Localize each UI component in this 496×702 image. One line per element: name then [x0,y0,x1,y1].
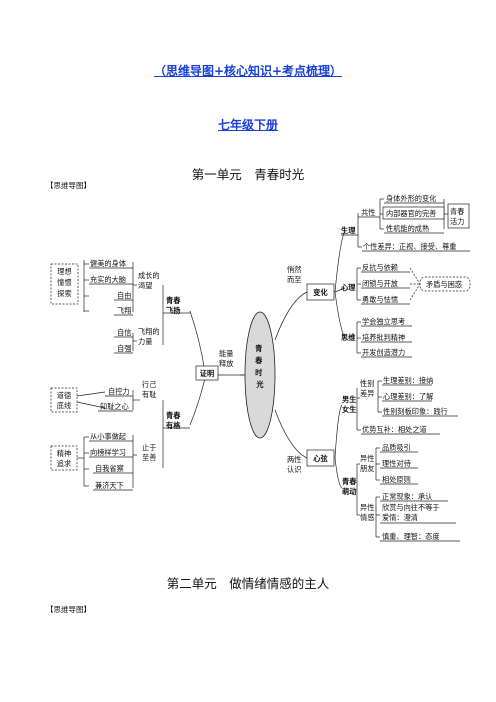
energy-label: 能量释放 [219,349,233,368]
moral-item: 知耻之心 [100,402,129,411]
psych-item: 闭锁与开放 [362,279,398,288]
friend-item: 相处原则 [382,475,411,484]
ideal-group-box [50,263,79,305]
friend-label: 异性朋友 [360,454,374,473]
vitality-box [447,203,470,229]
vitality-label: 青春活力 [450,207,464,226]
youth-fly-label: 青春飞扬 [166,296,181,315]
conf-item: 自信 [117,328,131,337]
spirit-group-box [50,445,78,471]
common-label: 共性 [361,208,375,217]
thinking-item: 开发创造潜力 [362,348,405,357]
unit2-title: 第二单元 做情绪情感的主人 [166,576,330,591]
youth-char-label: 青春有格 [166,411,181,430]
contradiction-label: 矛盾与困惑 [426,280,462,289]
physio-label: 生理 [341,226,356,235]
individual-label: 个性差异：正视、接受、尊重 [363,242,456,251]
gender-item: 心理差别：了解 [383,392,433,401]
emotion-label: 异性情感 [360,503,374,522]
psych-item: 反抗与依赖 [362,263,398,272]
confidence-items: 自信 自强 [114,328,133,354]
spirit-group-label: 精神追求 [57,449,71,468]
friend-items: 品质吸引 理性对待 相处原则 [380,443,418,485]
gender-item: 生理差别：接纳 [383,376,433,385]
doc-subtitle: （思维导图+核心知识+考点梳理） [153,64,343,78]
complement-label: 优势互补：相处之道 [362,425,427,434]
emotion-item: 慎重、理智：态度 [382,532,440,541]
psych-label: 心理 [341,283,356,292]
gender-item: 性别刻板印象：践行 [383,407,448,416]
youth-bud-label: 青春萌动 [342,477,357,496]
emotion-items: 正常现象：承认 欣赏与向往不等于爱情：澄清 慎重、理智：态度 [380,492,460,542]
physio-item: 性机能的成熟 [386,224,429,233]
emotion-item: 正常现象：承认 [382,492,432,501]
psych-items: 反抗与依赖 闭锁与开放 勇敢与怯懦 [361,263,410,305]
physio-items: 身体外形的变化 内部器官的完善 性机能的成熟 [382,194,445,234]
ideal-item: 健美的身体 [90,259,126,268]
act-shame-label: 行己有耻 [142,380,156,399]
gender-items: 生理差别：接纳 心理差别：了解 性别刻板印象：践行 [382,376,458,417]
thinking-item: 学会独立思考 [362,317,405,326]
ideal-item: 充实的大脑 [90,275,126,284]
moral-item: 自控力 [108,387,130,396]
ideal-items: 健美的身体 充实的大脑 自由 飞翔 [89,259,133,316]
heart-box [306,449,335,467]
unit1-title: 第一单元 青春时光 [191,167,305,182]
unit1-map-label: 【思维导图】 [46,181,91,190]
physio-item: 内部器官的完善 [386,209,436,218]
change-box [306,283,335,301]
change-label: 变化 [313,288,328,297]
prove-box [195,365,219,381]
heart-label: 心弦 [313,454,328,463]
growth-label: 成长的渴望 [138,271,160,290]
prove-label: 证明 [200,369,214,378]
contradiction-box [419,276,471,292]
thinking-label: 思维 [341,333,356,342]
spirit-items: 从小事做起 向榜样学习 自我省察 兼济天下 [89,432,133,491]
quiet-label: 悄然而至 [287,265,301,284]
spirit-item: 兼济天下 [95,481,124,490]
spirit-item: 向榜样学习 [90,448,126,457]
moral-items: 自控力 知耻之心 [98,387,133,412]
emotion-item: 欣赏与向往不等于爱情：澄清 [382,503,440,522]
gender-diff-label: 性别差异 [360,379,374,398]
fly-power-label: 飞翔的力量 [138,327,160,346]
both-label: 两性认识 [287,455,301,474]
spirit-item: 从小事做起 [90,432,126,441]
thinking-items: 学会独立思考 培养批判精神 开发创造潜力 [361,317,412,358]
physio-item-box [382,206,445,220]
friend-item: 品质吸引 [382,443,411,452]
ideal-group-label: 理想憧憬探索 [57,267,71,298]
male-female-label: 男生女生 [341,395,356,414]
psych-item: 勇敢与怯懦 [362,295,398,304]
unit2-map-label: 【思维导图】 [46,605,91,614]
stop-good-label: 止于至善 [142,443,156,462]
ideal-item: 自由 [117,291,131,300]
friend-item: 理性对待 [382,459,411,468]
physio-item: 身体外形的变化 [386,194,436,203]
ideal-item: 飞翔 [117,306,131,315]
center-label: 青 春 时 光 [254,344,265,389]
moral-group-box [50,387,78,413]
grade-title: 七年级下册 [217,118,278,132]
moral-group-label: 道德底线 [57,391,71,410]
spirit-item: 自我省察 [95,464,124,473]
mind-map-lines [76,198,448,538]
conf-item: 自强 [117,344,131,353]
thinking-item: 培养批判精神 [362,333,405,342]
